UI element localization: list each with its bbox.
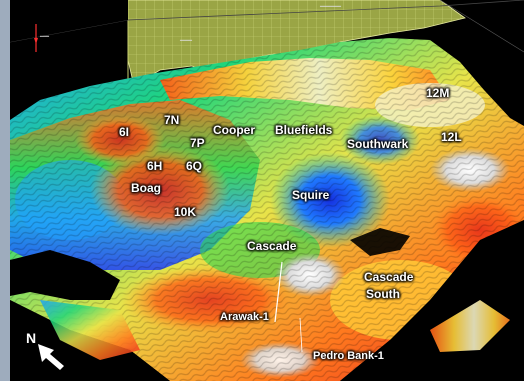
3d-seismic-viewport[interactable]: ━━━━━━━ ━━━ ━━━━ 12M 6I 7N Cooper Bluefi… <box>10 0 524 381</box>
field-label-cascade[interactable]: Cascade <box>247 239 297 253</box>
field-label-boag[interactable]: Boag <box>131 181 161 195</box>
field-label-6q[interactable]: 6Q <box>186 159 203 173</box>
grid-annotation-left: ━━━ <box>40 34 50 40</box>
well-label-pedro-bank-1[interactable]: Pedro Bank-1 <box>313 350 384 362</box>
field-label-7n[interactable]: 7N <box>164 113 180 127</box>
field-label-12m[interactable]: 12M <box>426 86 450 100</box>
field-label-7p[interactable]: 7P <box>190 136 205 150</box>
field-label-6i[interactable]: 6I <box>119 125 130 139</box>
field-label-6h[interactable]: 6H <box>147 159 163 173</box>
field-label-12l[interactable]: 12L <box>441 130 462 144</box>
field-label-cooper[interactable]: Cooper <box>213 123 255 137</box>
grid-annotation: ━━━━━━━ <box>320 4 342 10</box>
grid-annotation-mid: ━━━━ <box>180 38 193 44</box>
north-arrow-icon <box>38 344 64 370</box>
field-label-cascade-south-line1[interactable]: Cascade <box>364 270 414 284</box>
field-label-bluefields[interactable]: Bluefields <box>275 123 333 137</box>
field-label-southwark[interactable]: Southwark <box>347 137 409 151</box>
well-label-arawak-1[interactable]: Arawak-1 <box>220 311 269 323</box>
north-label: N <box>26 330 37 346</box>
seismic-surface-render <box>10 0 524 381</box>
field-label-10k[interactable]: 10K <box>174 205 197 219</box>
field-label-squire[interactable]: Squire <box>292 188 330 202</box>
field-label-cascade-south-line2[interactable]: South <box>366 287 400 301</box>
